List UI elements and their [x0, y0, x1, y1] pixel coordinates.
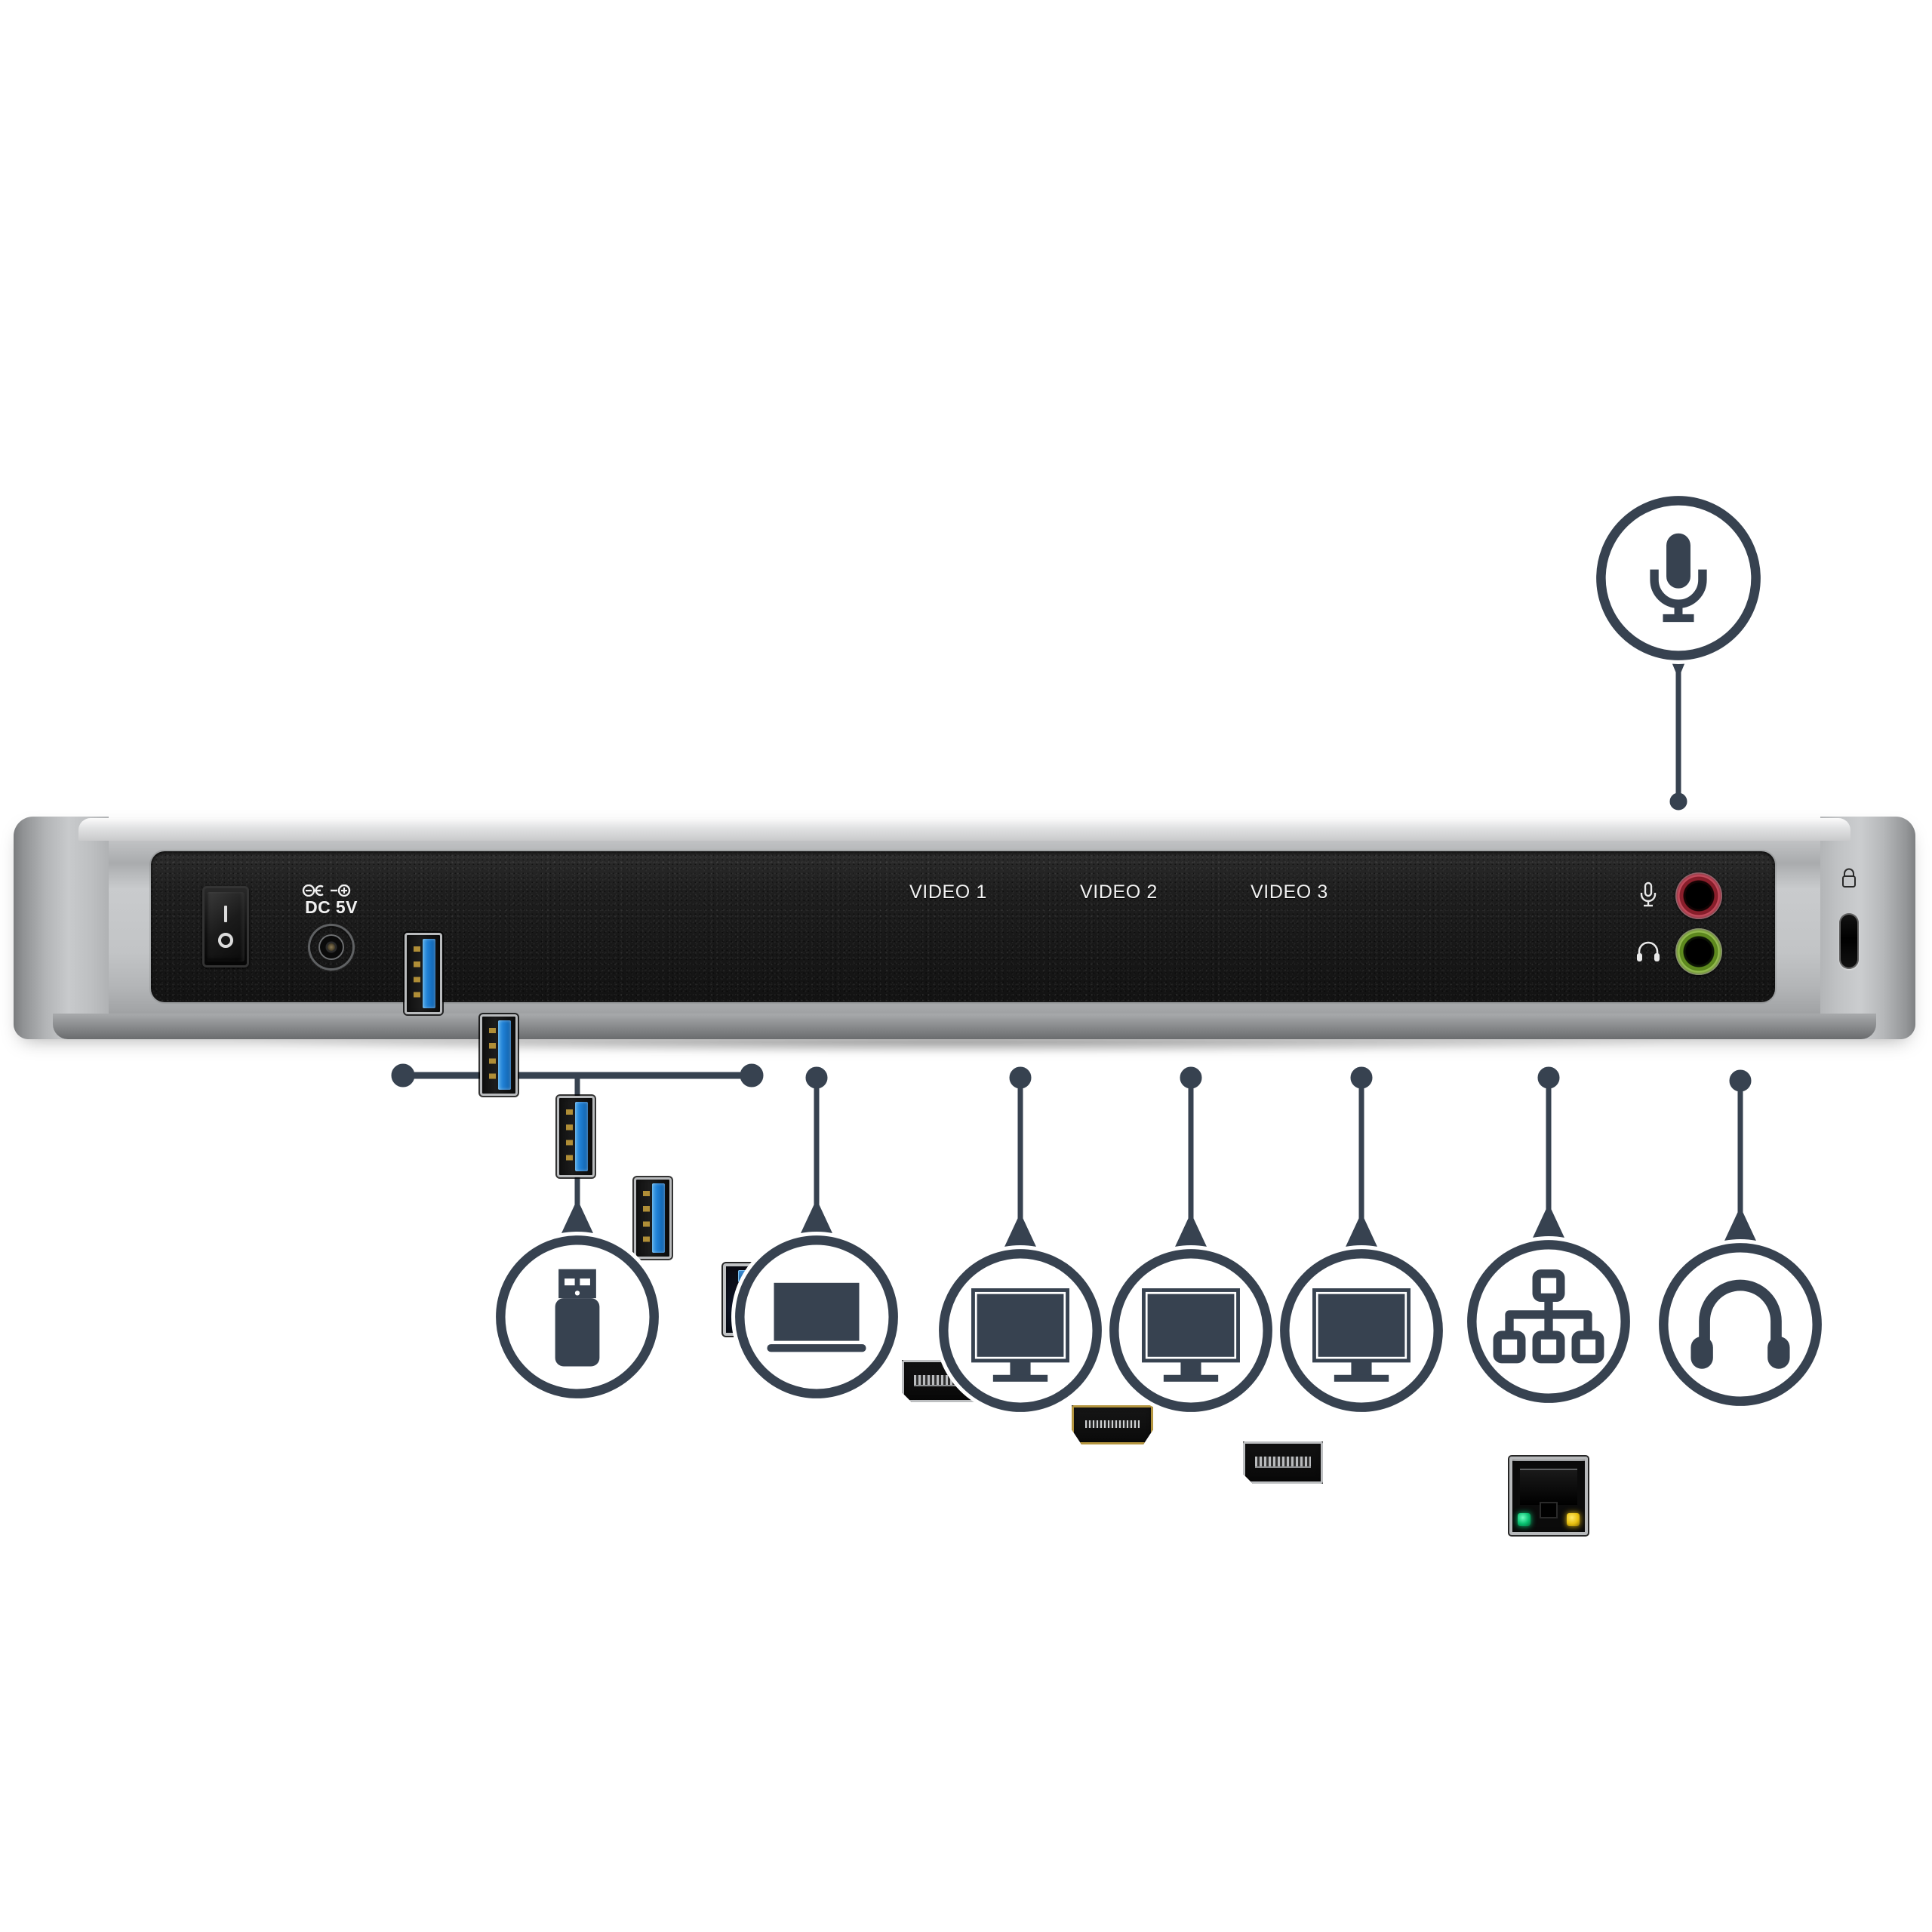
rear-port-panel: DC 5V VIDEO 1 VIDEO 2 VIDEO 3 [151, 851, 1775, 1535]
dc-power-label: DC 5V [305, 897, 358, 917]
usb-a-port-2[interactable] [480, 1014, 518, 1096]
rj45-ethernet-port[interactable] [1509, 1457, 1588, 1535]
callout-monitor-3 [1276, 1245, 1447, 1416]
lock-icon [1839, 866, 1859, 889]
body-left-endcap [14, 817, 109, 1039]
usb-a-port-4[interactable] [634, 1177, 672, 1259]
usb-flash-drive-icon [496, 1235, 659, 1398]
microphone-icon [1596, 496, 1761, 660]
network-hierarchy-icon [1467, 1240, 1630, 1403]
callout-microphone [1592, 492, 1764, 664]
kensington-lock-slot [1839, 913, 1859, 969]
callout-network [1463, 1236, 1634, 1407]
device-drop-shadow [45, 1039, 1879, 1059]
hdmi-port[interactable] [1072, 1405, 1153, 1444]
microphone-jack-icon [1633, 880, 1663, 910]
usb-a-port-3[interactable] [557, 1096, 595, 1177]
headphone-jack[interactable] [1675, 928, 1722, 975]
activity-led-amber [1567, 1513, 1580, 1526]
video-3-label: VIDEO 3 [1251, 881, 1328, 903]
body-bottom-lip [53, 1014, 1876, 1039]
body-top-edge [78, 818, 1850, 841]
dc-power-label-group: DC 5V [302, 884, 361, 917]
link-led-green [1518, 1513, 1531, 1526]
laptop-icon [735, 1235, 898, 1398]
microphone-jack[interactable] [1675, 872, 1722, 919]
usb-a-port-1[interactable] [405, 933, 442, 1014]
callout-headphones [1655, 1239, 1826, 1410]
displayport-2[interactable] [1243, 1441, 1323, 1484]
rocker-face [207, 892, 245, 961]
callout-usb-devices [492, 1232, 663, 1402]
callout-laptop [731, 1232, 902, 1402]
rj45-contact-slot [1520, 1469, 1577, 1505]
monitor-icon [1109, 1249, 1272, 1412]
headphone-jack-icon [1633, 936, 1663, 966]
headphone-icon [1659, 1243, 1822, 1406]
power-off-marking [218, 933, 233, 948]
monitor-icon [1280, 1249, 1443, 1412]
callout-monitor-1 [935, 1245, 1106, 1416]
rj45-latch-keyway [1540, 1502, 1558, 1518]
video-1-label: VIDEO 1 [909, 881, 987, 903]
dc-polarity-icon [302, 884, 351, 897]
body-right-endcap [1820, 817, 1915, 1039]
callout-monitor-2 [1106, 1245, 1276, 1416]
power-on-marking [224, 906, 227, 922]
power-rocker-switch[interactable] [202, 886, 249, 968]
video-2-label: VIDEO 2 [1080, 881, 1158, 903]
monitor-icon [939, 1249, 1102, 1412]
dc-power-jack[interactable] [308, 924, 355, 971]
